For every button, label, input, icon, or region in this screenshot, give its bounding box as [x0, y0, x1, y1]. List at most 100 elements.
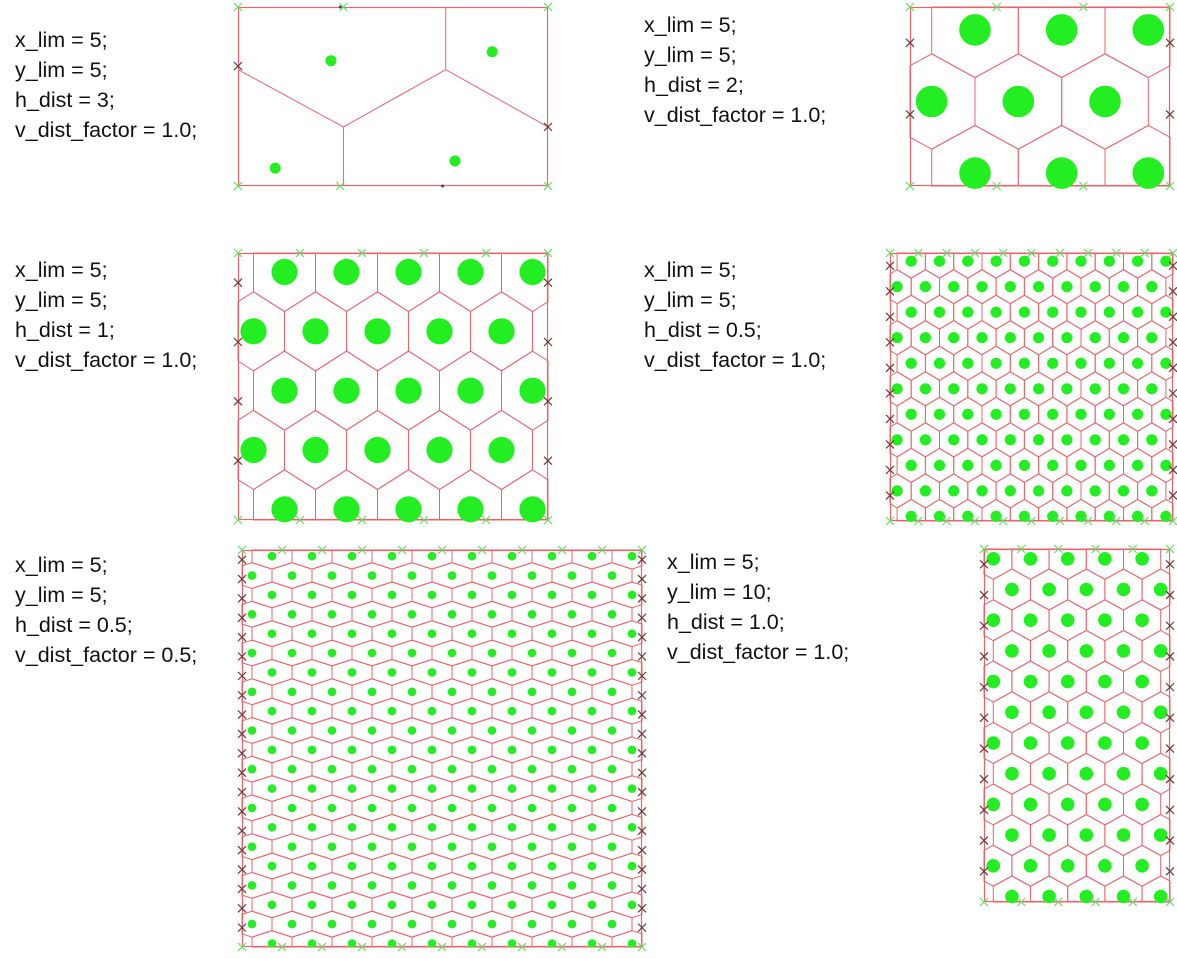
site-point: [948, 485, 960, 497]
site-point: [627, 900, 637, 910]
site-point: [327, 764, 337, 774]
boundary-cross: [1165, 805, 1175, 815]
site-point: [990, 357, 1002, 369]
site-point: [287, 687, 297, 697]
boundary-cross: [419, 515, 429, 525]
parameter-list: x_lim = 5; y_lim = 5; h_dist = 0.5; v_di…: [644, 255, 826, 375]
boundary-cross: [885, 465, 895, 475]
boundary-cross: [1165, 713, 1175, 723]
site-point: [447, 881, 457, 890]
site-point: [307, 745, 317, 755]
site-point: [1135, 736, 1149, 750]
site-point: [1018, 459, 1030, 471]
boundary-cross: [979, 590, 989, 600]
site-point: [307, 551, 317, 561]
site-point: [1004, 332, 1016, 344]
boundary-cross: [237, 865, 247, 874]
boundary-cross: [637, 613, 647, 623]
site-point: [1018, 306, 1030, 318]
site-point: [1098, 552, 1112, 566]
boundary-cross: [885, 261, 895, 271]
site-point: [1132, 510, 1144, 522]
site-point: [327, 881, 337, 890]
site-point: [962, 306, 974, 318]
param-y-lim: y_lim = 5;: [644, 43, 737, 67]
site-point: [271, 496, 298, 523]
boundary-cross: [357, 248, 367, 258]
boundary-cross: [979, 805, 989, 815]
site-point: [1132, 357, 1144, 369]
boundary-cross: [397, 942, 407, 952]
site-point: [287, 726, 297, 735]
boundary-cross: [1168, 363, 1177, 373]
site-point: [933, 459, 946, 471]
site-point: [976, 383, 988, 395]
site-point: [1075, 357, 1087, 369]
boundary-cross: [1078, 2, 1088, 12]
boundary-cross: [992, 181, 1002, 191]
site-point: [1132, 459, 1144, 471]
boundary-cross: [357, 515, 367, 525]
boundary-cross: [1165, 774, 1175, 784]
site-point: [587, 706, 597, 716]
site-point: [367, 571, 377, 580]
boundary-cross: [1053, 544, 1063, 554]
site-point: [467, 629, 477, 638]
param-v-dist-factor: v_dist_factor = 1.0;: [644, 103, 827, 127]
bounding-box: [983, 548, 1171, 903]
voronoi-cell: [241, 871, 273, 899]
boundary-cross: [233, 278, 243, 288]
site-point: [1061, 332, 1073, 344]
site-point: [1033, 383, 1045, 395]
site-point: [367, 687, 377, 697]
site-point: [1116, 889, 1131, 904]
boundary-cross: [237, 787, 247, 797]
boundary-cross: [437, 942, 447, 952]
site-point: [1005, 582, 1019, 597]
site-point: [527, 764, 537, 774]
param-y-lim: y_lim = 5;: [15, 58, 108, 82]
site-point: [1018, 255, 1030, 267]
site-point: [364, 436, 391, 464]
site-point: [507, 900, 517, 910]
site-point: [487, 571, 497, 580]
site-point: [933, 510, 946, 522]
site-point: [325, 55, 337, 67]
site-point: [1033, 281, 1045, 293]
boundary-cross: [237, 652, 247, 661]
site-point: [1004, 383, 1016, 395]
site-point: [627, 629, 637, 638]
site-point: [507, 668, 517, 677]
site-point: [567, 842, 577, 851]
site-point: [1146, 485, 1158, 497]
site-point: [447, 687, 457, 697]
voronoi-cell: [241, 910, 273, 938]
site-point: [1089, 332, 1101, 344]
site-point: [407, 726, 417, 735]
site-point: [1047, 255, 1059, 267]
boundary-cross: [885, 491, 895, 500]
boundary-cross: [998, 248, 1008, 258]
site-point: [457, 496, 484, 523]
site-point: [962, 255, 974, 267]
boundary-cross: [277, 942, 287, 952]
voronoi-cell: [611, 697, 643, 725]
boundary-cross: [1083, 516, 1093, 526]
boundary-cross: [637, 632, 647, 642]
site-point: [467, 784, 477, 793]
site-point: [427, 551, 437, 561]
site-point: [447, 571, 457, 580]
site-point: [1033, 332, 1045, 344]
site-point: [986, 797, 1001, 812]
voronoi-edges: [889, 252, 1174, 522]
site-point: [347, 861, 357, 871]
site-point: [327, 803, 337, 813]
site-point: [507, 939, 517, 948]
boundary-cross: [233, 181, 243, 191]
boundary-cross: [1091, 897, 1101, 907]
boundary-cross: [237, 768, 247, 778]
site-point: [347, 668, 357, 677]
boundary-cross: [637, 884, 647, 894]
site-point: [1132, 157, 1165, 189]
boundary-cross: [1055, 516, 1065, 526]
